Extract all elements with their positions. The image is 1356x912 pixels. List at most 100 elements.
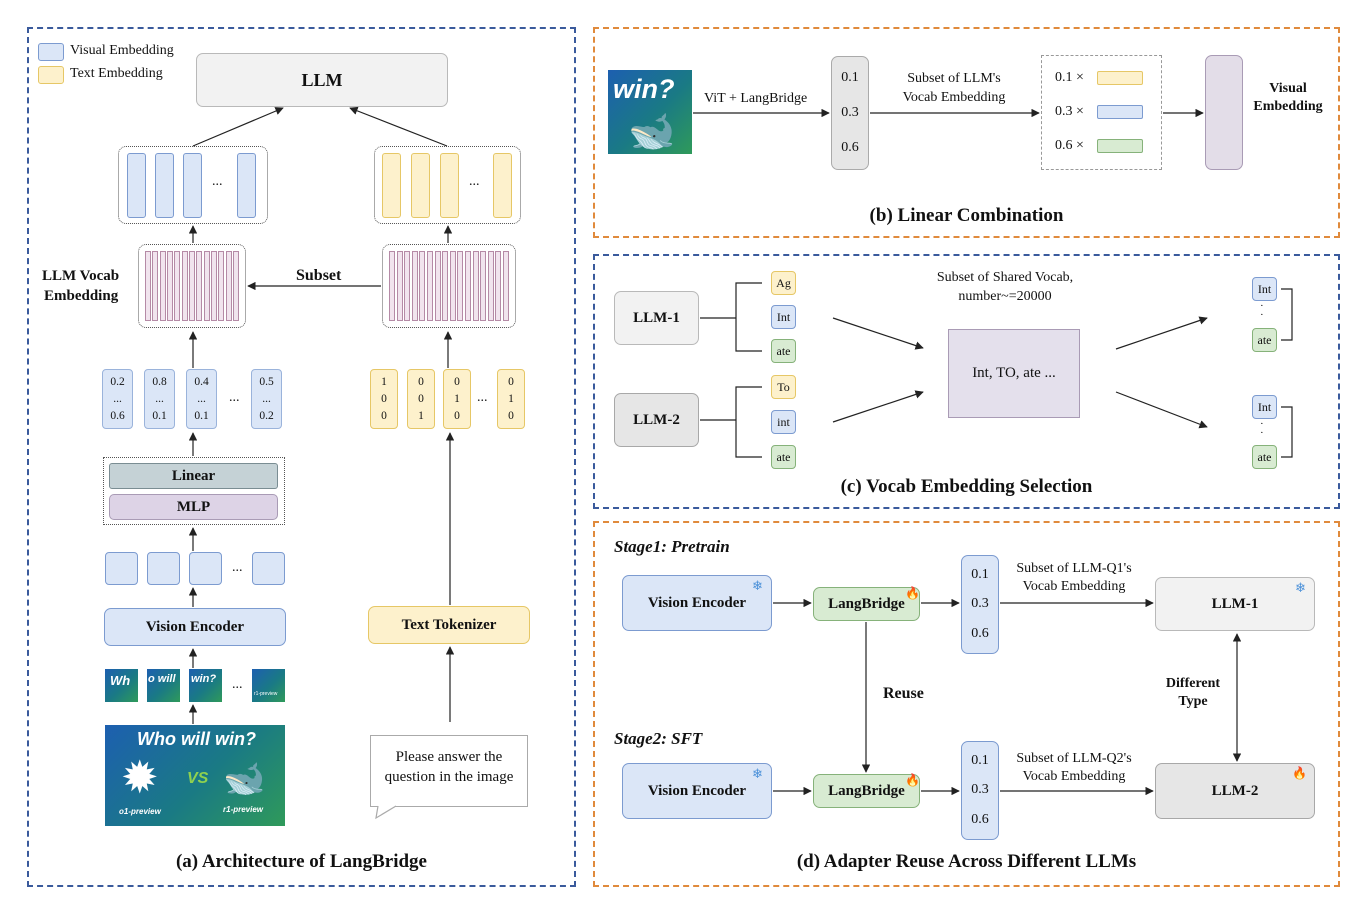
combo-weight: 0.1 × <box>1055 70 1084 85</box>
vocab-embedding-row <box>426 251 434 321</box>
subset-line1: Subset of LLM's <box>907 71 1001 86</box>
vocab-embedding-row <box>203 251 210 321</box>
text-embedding-token <box>1097 71 1143 85</box>
text-embedding-token <box>382 153 401 218</box>
visual-embedding-token <box>1097 105 1143 119</box>
vocab-embedding-row <box>472 251 479 321</box>
stage2-label: Stage2: SFT <box>614 729 703 748</box>
mlp-layer: MLP <box>109 494 278 520</box>
combo-weight: 0.3 × <box>1055 104 1084 119</box>
image-patch: win? <box>189 669 222 702</box>
vocab-embedding-row <box>233 251 239 321</box>
weight-vector: 0.2...0.6 <box>102 369 133 429</box>
token-chip: int <box>771 410 796 434</box>
token-chip: ate <box>771 445 796 469</box>
patch-feature <box>147 552 180 585</box>
token-chip: Int <box>1252 395 1277 419</box>
panel-c <box>593 254 1340 509</box>
snowflake-icon: ❄ <box>752 578 763 593</box>
weight-vector: 0.8...0.1 <box>144 369 175 429</box>
panel-d <box>593 521 1340 887</box>
vocab-embedding-row <box>480 251 487 321</box>
visual-embedding-token <box>183 153 202 218</box>
text-embedding-token <box>411 153 430 218</box>
visual-embedding-line2: Embedding <box>1253 99 1323 114</box>
vocab-embedding-row <box>196 251 203 321</box>
token-chip: Ag <box>771 271 796 295</box>
adapter-group <box>103 457 285 525</box>
visual-embedding-token <box>155 153 174 218</box>
token-chip: Int <box>771 305 796 329</box>
vocab-embedding-row <box>487 251 494 321</box>
legend-text-swatch <box>38 66 64 84</box>
different-type-line1: Different <box>1165 676 1221 691</box>
vocab-embedding-row <box>442 251 449 321</box>
vocab-embedding-row <box>434 251 441 321</box>
token-chip: ate <box>1252 445 1277 469</box>
legend-visual-label: Visual Embedding <box>70 43 174 58</box>
ellipsis: ... <box>212 174 223 189</box>
visual-embedding-token <box>237 153 256 218</box>
snowflake-icon: ❄ <box>752 766 763 781</box>
text-embedding-token <box>493 153 512 218</box>
visual-embedding-line1: Visual <box>1269 81 1307 96</box>
flame-icon: 🔥 <box>905 586 920 600</box>
vision-encoder-stage2: Vision Encoder <box>622 763 772 819</box>
vocab-embedding-row <box>145 251 151 321</box>
reuse-label: Reuse <box>883 685 924 702</box>
vocab-embedding-row <box>225 251 232 321</box>
text-embedding-group <box>374 146 521 224</box>
vocab-embedding-row <box>495 251 502 321</box>
llm2-box: LLM-2 <box>1155 763 1315 819</box>
vocab-embedding-right <box>382 244 516 328</box>
whale-logo-icon: 🐋 <box>223 760 266 798</box>
patch-feature <box>252 552 285 585</box>
vocab-embedding-matrix <box>389 251 509 321</box>
weighted-combination <box>1041 55 1162 170</box>
visual-embedding-token <box>127 153 146 218</box>
shared-vocab-box: Int, TO, ate ... <box>948 329 1080 418</box>
image-patch: r1-preview <box>252 669 285 702</box>
ellipsis: ... <box>229 390 240 405</box>
llm1-box: LLM-1 <box>1155 577 1315 631</box>
vocab-embedding-row <box>464 251 472 321</box>
prompt-bubble <box>370 735 528 807</box>
langbridge-stage1: LangBridge <box>813 587 920 621</box>
shared-vocab-line2: number~=20000 <box>958 289 1052 304</box>
vertical-dots: ·· <box>1260 300 1264 321</box>
different-type-line2: Type <box>1178 694 1208 709</box>
llm1-box: LLM-1 <box>614 291 699 345</box>
ellipsis: ... <box>477 390 488 405</box>
flame-icon: 🔥 <box>1292 766 1307 780</box>
llm2-box: LLM-2 <box>614 393 699 447</box>
vocab-embedding-row <box>211 251 217 321</box>
vocab-embedding-row <box>389 251 396 321</box>
vocab-embedding-row <box>167 251 173 321</box>
patch-feature <box>189 552 222 585</box>
subset-line2: Vocab Embedding <box>902 90 1006 105</box>
openai-logo-icon: ✹ <box>123 756 157 800</box>
vocab-embedding-row <box>449 251 456 321</box>
vocab-embedding-row <box>218 251 225 321</box>
vocab-embedding-left <box>138 244 246 328</box>
caption-c: (c) Vocab Embedding Selection <box>840 476 1093 497</box>
linear-layer: Linear <box>109 463 278 489</box>
legend-text-label: Text Embedding <box>70 66 163 81</box>
token-chip: To <box>771 375 796 399</box>
subset-label: Subset <box>296 267 342 284</box>
vocab-embedding-row <box>457 251 464 321</box>
vocab-embedding-row <box>159 251 166 321</box>
vocab-label-line1: LLM Vocab <box>42 268 120 284</box>
text-tokenizer: Text Tokenizer <box>368 606 530 644</box>
legend-visual-swatch <box>38 43 64 61</box>
visual-embedding-output <box>1205 55 1243 170</box>
subset2-line2: Vocab Embedding <box>1022 769 1126 784</box>
weight-vector: 0.5...0.2 <box>251 369 282 429</box>
whale-logo-icon: 🐋 <box>628 111 676 153</box>
ellipsis: ... <box>232 560 243 575</box>
